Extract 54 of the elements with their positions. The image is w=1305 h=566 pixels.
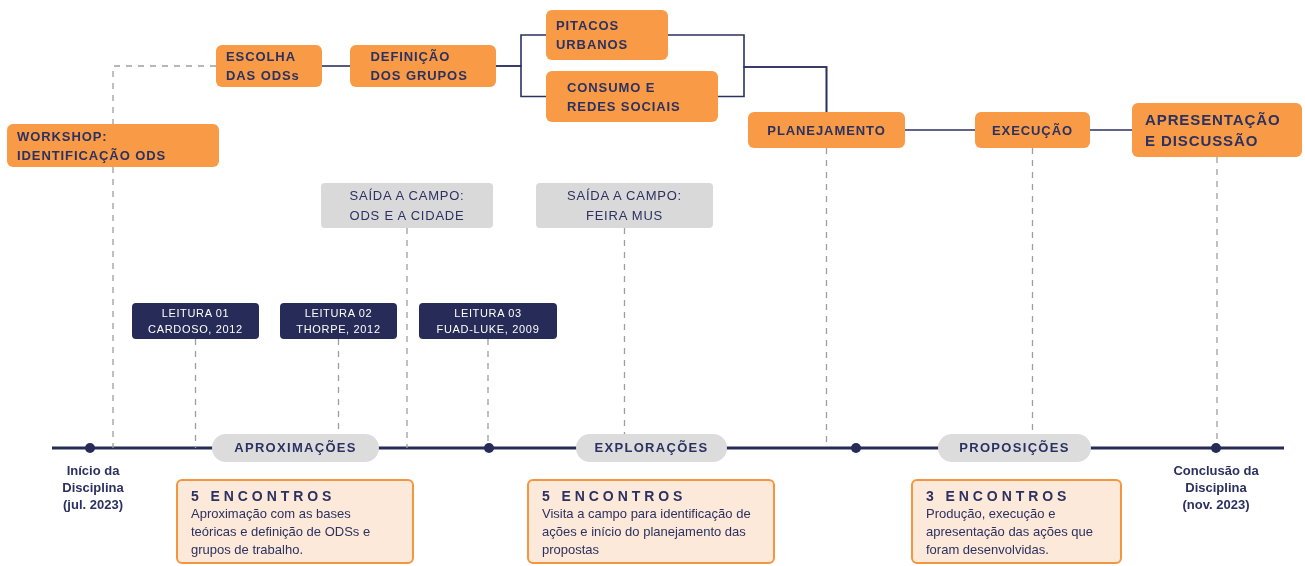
phase-card — [527, 479, 775, 564]
milestone-label: EXECUÇÃO — [991, 121, 1074, 140]
milestone-label: PITACOS URBANOS — [555, 17, 630, 54]
milestone-box — [350, 45, 496, 87]
card-heading: 5 ENCONTROS — [542, 487, 688, 505]
field-trip-box — [536, 183, 713, 228]
field-trip-box — [321, 183, 493, 228]
card-heading: 5 ENCONTROS — [191, 487, 337, 505]
milestone-label: WORKSHOP: IDENTIFICAÇÃO ODS — [16, 127, 168, 165]
dashed-connector — [112, 166, 114, 449]
reading-label: LEITURA 01 CARDOSO, 2012 — [147, 306, 244, 337]
milestone-box — [975, 112, 1090, 148]
card-description: Produção, execução e apresentação das ações que foram desenvolvidas. — [926, 505, 1094, 559]
field-trip-label: SAÍDA A CAMPO: FEIRA MUS — [566, 186, 683, 225]
phase-card — [911, 479, 1122, 564]
milestone-label: APRESENTAÇÃO E DISCUSSÃO — [1144, 110, 1282, 151]
card-heading: 3 ENCONTROS — [926, 487, 1072, 505]
dashed-connector — [487, 338, 489, 444]
dashed-connector — [112, 65, 217, 125]
dashed-connector — [406, 227, 408, 449]
card-description: Aproximação com as bases teóricas e definição de ODSs e grupos de trabalho. — [191, 505, 372, 559]
milestone-label: DEFINIÇÃO DOS GRUPOS — [369, 48, 469, 85]
card-description: Visita a campo para identificação de ações e início do planejamento das propostas — [542, 505, 752, 559]
connector-line — [1089, 129, 1133, 131]
reading-tag — [280, 303, 397, 339]
phase-pill — [938, 434, 1091, 462]
dashed-connector — [623, 227, 626, 435]
field-trip-label: SAÍDA A CAMPO: ODS E A CIDADE — [348, 186, 466, 225]
phase-card — [176, 479, 414, 564]
reading-tag — [132, 303, 259, 339]
milestone-box — [546, 10, 668, 60]
connector-line — [321, 65, 351, 67]
milestone-label: CONSUMO E REDES SOCIAIS — [566, 78, 682, 116]
timeline-endpoint-label: Conclusão da Disciplina (nov. 2023) — [1172, 462, 1260, 513]
milestone-box — [1132, 103, 1302, 157]
phase-label: EXPLORAÇÕES — [594, 439, 709, 457]
phase-pill — [212, 434, 379, 462]
phase-label: APROXIMAÇÕES — [234, 439, 357, 457]
reading-label: LEITURA 03 FUAD-LUKE, 2009 — [435, 306, 541, 337]
milestone-box — [546, 71, 718, 122]
reading-tag — [419, 303, 557, 339]
connector-line — [717, 66, 828, 113]
milestone-label: ESCOLHA DAS ODSs — [225, 48, 301, 85]
connector-line — [904, 129, 976, 131]
connector-line — [495, 65, 547, 98]
phase-pill — [576, 434, 727, 462]
milestone-box — [7, 124, 219, 167]
milestone-box — [748, 112, 905, 148]
timeline-endpoint-label: Início da Disciplina (jul. 2023) — [61, 462, 125, 513]
dashed-connector — [194, 338, 197, 449]
milestone-box — [216, 45, 322, 87]
milestone-label: PLANEJAMENTO — [766, 121, 887, 140]
phase-label: PROPOSIÇÕES — [959, 439, 1070, 457]
reading-label: LEITURA 02 THORPE, 2012 — [295, 306, 382, 337]
